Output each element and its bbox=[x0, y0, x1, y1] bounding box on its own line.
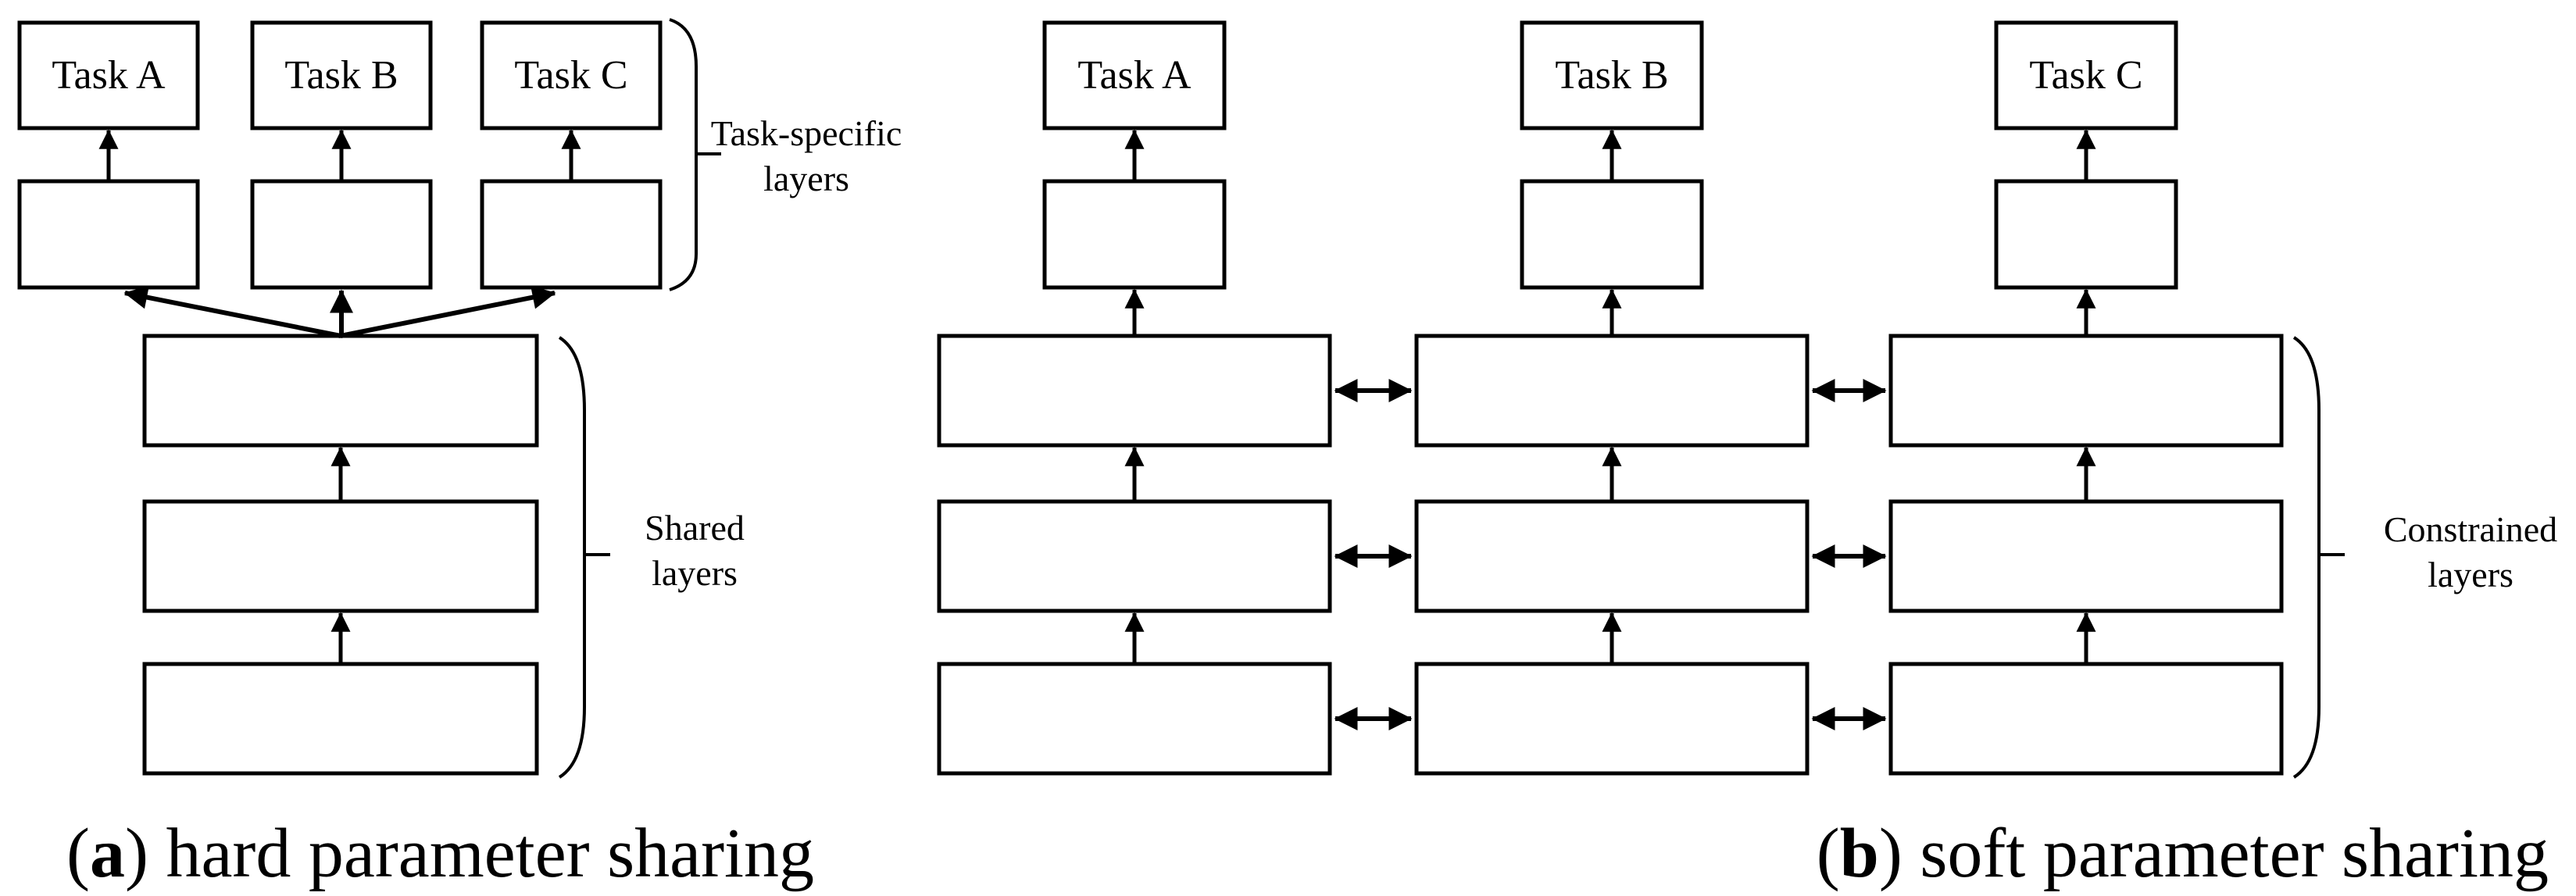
panel-b: Task A Task B Task C bbox=[937, 20, 2557, 892]
panel-b-caption: (b) soft parameter sharing bbox=[1817, 815, 2549, 892]
panel-a-shared-box-1 bbox=[142, 334, 539, 448]
panel-b-task-label-3: Task C bbox=[2029, 53, 2142, 98]
panel-b-task-label-1: Task A bbox=[1077, 53, 1192, 98]
panel-a-specific-box-2 bbox=[250, 179, 433, 290]
panel-a-label-task-specific-line1: Task-specific bbox=[711, 113, 902, 153]
panel-b-task-label-2: Task B bbox=[1555, 53, 1668, 98]
panel-b-layer-box-c2-r1 bbox=[1414, 334, 1810, 448]
panel-a-task-box-2 bbox=[250, 20, 433, 130]
panel-b-layer-box-c1-r3 bbox=[937, 662, 1332, 776]
panel-b-layer-box-c3-r3 bbox=[1888, 662, 2284, 776]
panel-b-output-box-1 bbox=[1042, 179, 1227, 290]
panel-a-fan-arrow-1 bbox=[123, 285, 341, 338]
panel-b-layer-box-c2-r3 bbox=[1414, 662, 1810, 776]
panel-a-task-label-2: Task B bbox=[284, 53, 398, 98]
panel-b-layer-box-c2-r2 bbox=[1414, 499, 1810, 613]
panel-a-brace-shared bbox=[558, 336, 586, 779]
panel-a: Task A Task B Task C Task-specific layer… bbox=[17, 18, 902, 892]
panel-b-layer-box-c1-r2 bbox=[937, 499, 1332, 613]
panel-a-caption: (a) hard parameter sharing bbox=[66, 815, 814, 892]
panel-b-task-box-3 bbox=[1994, 20, 2178, 130]
panel-a-task-box-1 bbox=[17, 20, 200, 130]
panel-b-task-box-1 bbox=[1042, 20, 1227, 130]
panel-a-specific-box-1 bbox=[17, 179, 200, 290]
panel-b-output-box-2 bbox=[1520, 179, 1704, 290]
panel-a-task-label-3: Task C bbox=[514, 53, 627, 98]
panel-a-label-shared-line2: layers bbox=[652, 553, 738, 593]
panel-b-output-box-3 bbox=[1994, 179, 2178, 290]
panel-b-layer-box-c3-r2 bbox=[1888, 499, 2284, 613]
panel-b-brace-constrained bbox=[2292, 336, 2321, 779]
panel-b-layer-box-c3-r1 bbox=[1888, 334, 2284, 448]
panel-a-label-task-specific-line2: layers bbox=[763, 159, 849, 198]
panel-a-task-box-3 bbox=[480, 20, 663, 130]
panel-b-task-box-2 bbox=[1520, 20, 1704, 130]
panel-b-label-constrained-line1: Constrained bbox=[2384, 509, 2557, 549]
panel-a-fan-arrow-3 bbox=[340, 285, 556, 338]
panel-a-shared-box-2 bbox=[142, 499, 539, 613]
panel-b-layer-box-c1-r1 bbox=[937, 334, 1332, 448]
panel-a-task-label-1: Task A bbox=[52, 53, 166, 98]
panel-a-specific-box-3 bbox=[480, 179, 663, 290]
panel-a-brace-task-specific bbox=[669, 18, 698, 291]
panel-a-label-shared-line1: Shared bbox=[645, 508, 745, 548]
panel-b-label-constrained-line2: layers bbox=[2428, 555, 2513, 594]
panel-a-shared-box-3 bbox=[142, 662, 539, 776]
